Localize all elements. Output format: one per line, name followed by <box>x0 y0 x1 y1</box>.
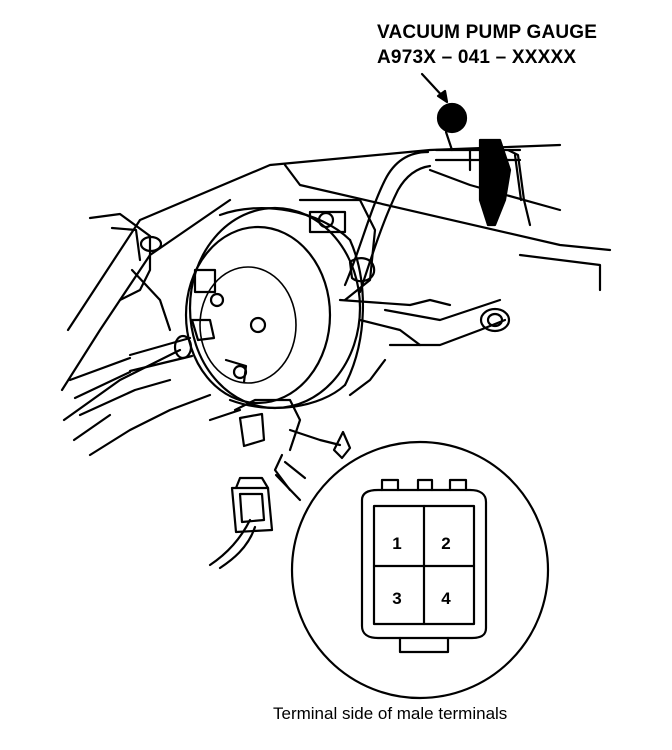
magnifier-leader <box>283 460 307 480</box>
vacuum-hose <box>343 150 432 294</box>
vacuum-pump-gauge-icon <box>434 102 532 227</box>
firewall-panel <box>60 143 612 457</box>
gauge-name-label: VACUUM PUMP GAUGE <box>377 22 598 43</box>
intake-arm <box>348 298 511 397</box>
terminal-1-label: 1 <box>392 534 402 553</box>
connector-caption: Terminal side of male terminals <box>273 704 508 723</box>
brake-booster <box>184 206 365 410</box>
push-rod <box>68 334 194 417</box>
terminal-2-label: 2 <box>441 534 451 553</box>
loose-connector <box>230 476 274 534</box>
connector-face <box>360 478 488 654</box>
left-bracket <box>88 212 172 332</box>
gauge-part-number-label: A973X – 041 – XXXXX <box>377 47 577 68</box>
leader-arrow <box>420 72 449 104</box>
terminal-4-label: 4 <box>441 589 451 608</box>
terminal-3-label: 3 <box>392 589 402 608</box>
